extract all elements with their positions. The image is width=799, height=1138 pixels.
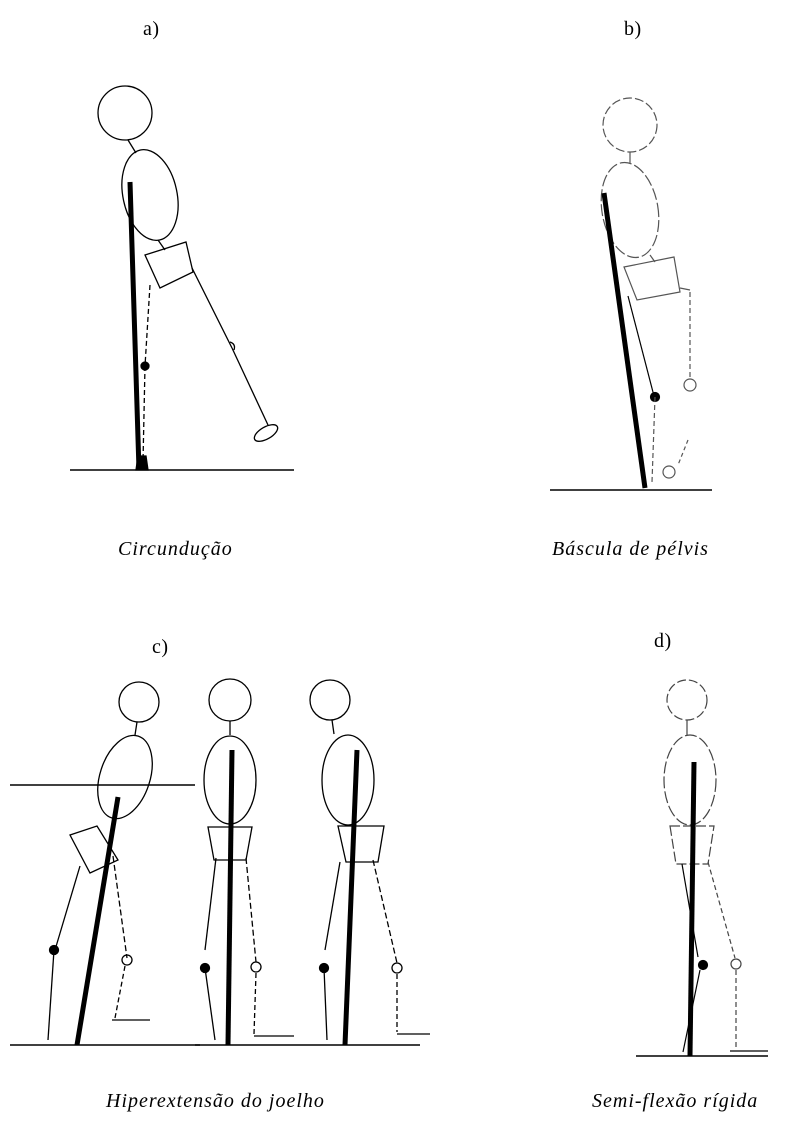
- support-leg-thigh: [145, 285, 150, 366]
- swing-foot: [252, 421, 281, 444]
- figure-d: [636, 680, 768, 1056]
- head: [119, 682, 159, 722]
- neck: [332, 720, 334, 734]
- swing-leg-shank: [115, 966, 125, 1018]
- head: [667, 680, 707, 720]
- swing-leg-thigh: [113, 856, 127, 958]
- figure-a: [70, 86, 294, 470]
- swing-leg-thigh: [192, 268, 232, 348]
- swing-leg-thigh: [373, 860, 397, 963]
- pelvis: [145, 242, 193, 288]
- figure-c-1: [10, 682, 195, 1040]
- support-leg-shank: [324, 968, 327, 1040]
- crutch-c-1: [77, 797, 118, 1045]
- crutch: [130, 182, 139, 470]
- swing-leg-shank: [232, 348, 268, 425]
- neck: [128, 140, 136, 153]
- swing-leg-shank: [254, 973, 256, 1034]
- support-leg-thigh: [325, 862, 340, 950]
- support-leg-shank: [48, 950, 54, 1040]
- crutch: [228, 750, 232, 1045]
- head: [310, 680, 350, 720]
- head: [98, 86, 152, 140]
- swing-leg-thigh: [708, 862, 735, 958]
- support-leg-shank: [652, 397, 655, 482]
- torso: [88, 728, 162, 825]
- swing-knee: [731, 959, 741, 969]
- figure-b: [550, 98, 712, 490]
- crutch: [604, 193, 645, 488]
- pelvis: [624, 257, 680, 300]
- torso: [114, 144, 186, 245]
- swing-leg-shank: [678, 440, 688, 465]
- swing-knee: [392, 963, 402, 973]
- support-leg-thigh: [205, 858, 216, 950]
- crutch: [690, 762, 694, 1056]
- swing-foot: [663, 466, 675, 478]
- swing-knee: [251, 962, 261, 972]
- support-leg-thigh: [55, 866, 80, 950]
- crutch: [345, 750, 357, 1045]
- knee-joint: [699, 961, 708, 970]
- neck: [135, 722, 137, 735]
- support-leg-shank: [205, 968, 215, 1040]
- hip-to-swing: [680, 288, 690, 290]
- pelvis: [338, 826, 384, 862]
- swing-knee: [684, 379, 696, 391]
- torso: [664, 735, 716, 825]
- head: [209, 679, 251, 721]
- torso: [322, 735, 374, 825]
- figure-c-2: [201, 679, 295, 1045]
- support-leg-shank: [143, 366, 145, 462]
- foot: [136, 456, 148, 470]
- head: [603, 98, 657, 152]
- swing-leg-thigh: [246, 858, 256, 962]
